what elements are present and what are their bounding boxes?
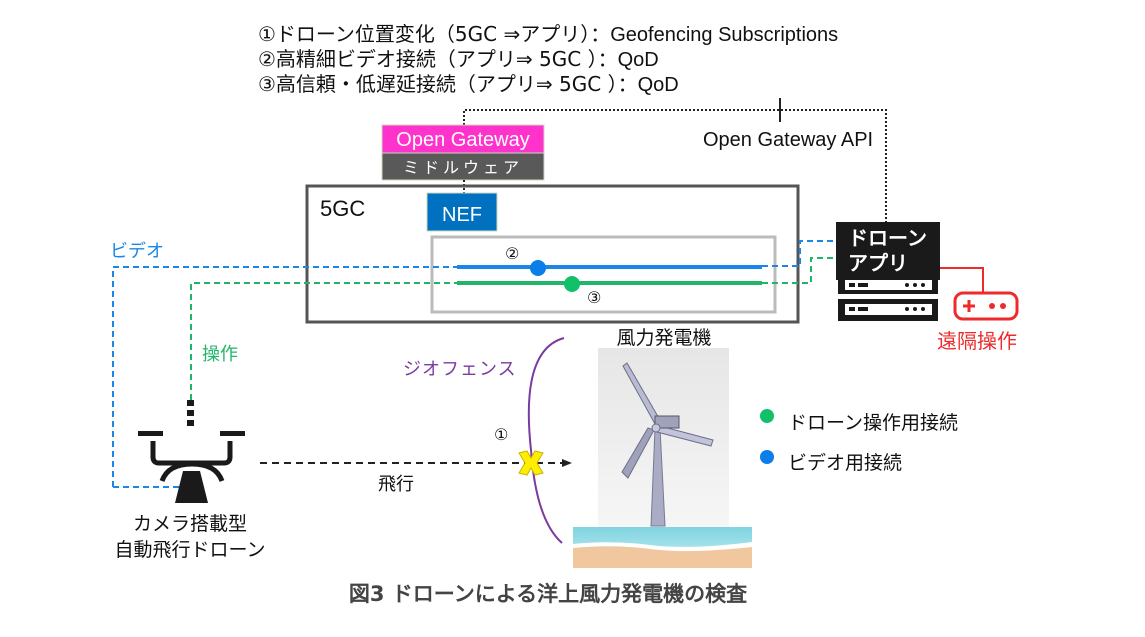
- legend-label-video: ビデオ用接続: [788, 452, 902, 474]
- nef-label: NEF: [442, 204, 482, 226]
- control-link-dashed: [190, 282, 457, 400]
- drone-app-line2: アプリ: [848, 251, 908, 275]
- gamepad-icon: [953, 291, 1019, 321]
- marker-3: ③: [587, 288, 601, 307]
- drone-label-line2: 自動飛行ドローン: [114, 539, 265, 561]
- drone-app-icon: ドローン アプリ: [836, 222, 940, 321]
- remote-operation-label: 遠隔操作: [937, 329, 1017, 353]
- geofence-label: ジオフェンス: [403, 359, 517, 380]
- legend-dot-control: [760, 409, 774, 423]
- geofence-breach-x-icon: [518, 450, 544, 476]
- control-qod-point: [564, 276, 580, 292]
- core-5gc-box: [305, 184, 800, 324]
- middleware-label: ミドルウェア: [403, 158, 523, 177]
- user-plane-box: [430, 235, 777, 314]
- header-line-1: ①ドローン位置変化（5GC ⇒アプリ）：Geofencing Subscript…: [258, 22, 838, 46]
- nef-box: [426, 192, 498, 232]
- video-label: ビデオ: [110, 241, 164, 262]
- turbine-label: 風力発電機: [616, 327, 711, 349]
- middleware-box: [381, 152, 545, 181]
- header-line-2: ②高精細ビデオ接続（アプリ⇒ 5GC ）：QoD: [258, 47, 659, 71]
- flight-label: 飛行: [378, 474, 414, 495]
- wind-turbine-image: [573, 348, 752, 568]
- open-gateway-label: Open Gateway: [396, 129, 529, 151]
- legend-dot-video: [760, 450, 774, 464]
- header-line-3: ③高信頼・低遅延接続（アプリ⇒ 5GC ）：QoD: [258, 72, 679, 96]
- remote-link: [940, 267, 984, 292]
- figure-caption: 図3 ドローンによる洋上風力発電機の検査: [349, 582, 747, 606]
- control-label: 操作: [202, 344, 238, 365]
- marker-1: ①: [494, 425, 508, 444]
- drone-app-line1: ドローン: [848, 226, 927, 250]
- legend: ドローン操作用接続 ビデオ用接続: [760, 409, 958, 474]
- legend-label-control: ドローン操作用接続: [788, 412, 958, 434]
- drone-label-line1: カメラ搭載型: [133, 513, 247, 535]
- control-link-app: [762, 257, 836, 284]
- marker-2: ②: [505, 244, 519, 263]
- geofence-boundary: [527, 337, 565, 544]
- video-link-app: [762, 240, 836, 267]
- video-qod-point: [530, 260, 546, 276]
- core-5gc-label: 5GC: [320, 196, 365, 221]
- video-link-dashed: [112, 266, 457, 487]
- header-lines: ①ドローン位置変化（5GC ⇒アプリ）：Geofencing Subscript…: [258, 22, 838, 96]
- open-gateway-box: [381, 124, 545, 154]
- flight-arrowhead: [562, 459, 572, 467]
- open-gateway-api-label: Open Gateway API: [703, 129, 873, 151]
- drone-icon: [138, 400, 245, 503]
